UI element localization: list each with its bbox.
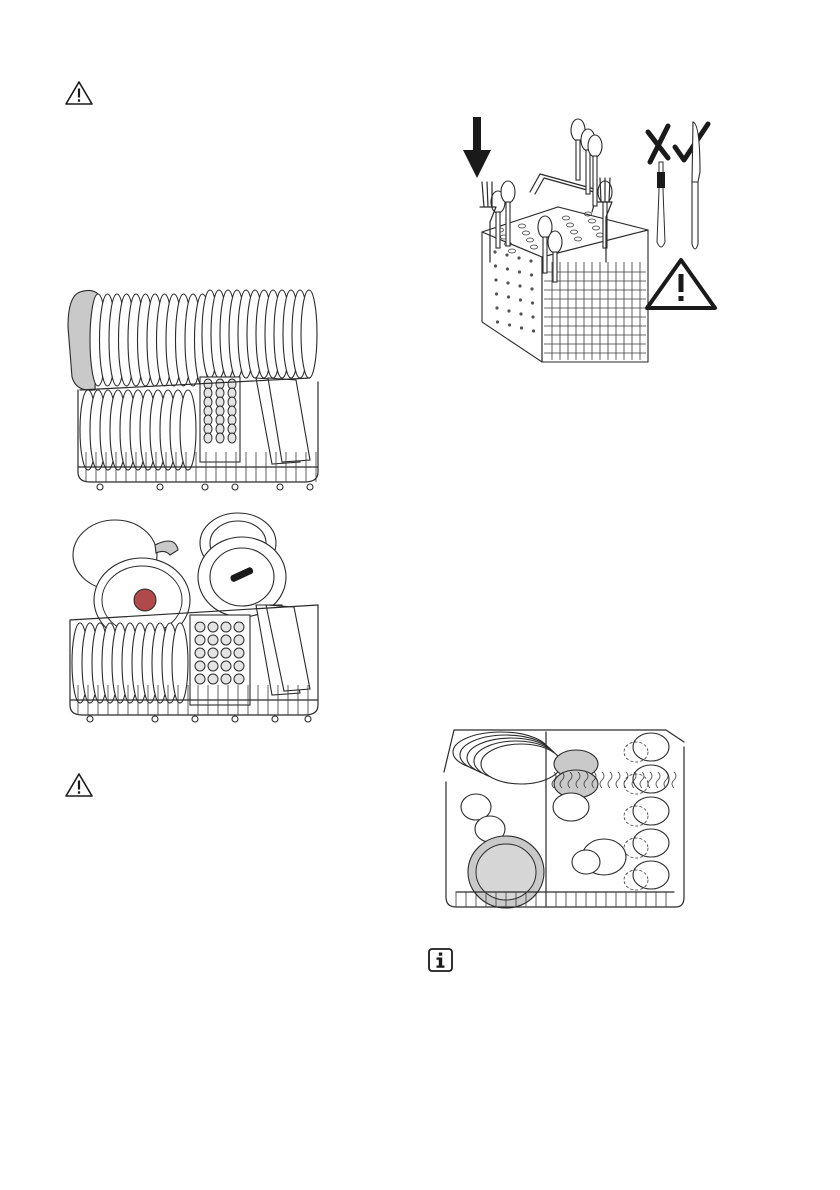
down-arrow-icon xyxy=(463,117,491,178)
warning-triangle-icon xyxy=(647,260,715,308)
cutlery-basket-illustration xyxy=(460,112,725,370)
lower-basket-pots-illustration xyxy=(60,505,330,730)
info-icon xyxy=(428,948,453,972)
correct-mark-icon xyxy=(675,122,708,249)
incorrect-mark-icon xyxy=(648,126,668,247)
warning-triangle-icon xyxy=(64,772,94,798)
lower-basket-plates-illustration xyxy=(60,282,330,497)
warning-triangle-icon xyxy=(64,80,94,106)
upper-basket-illustration xyxy=(436,712,686,934)
